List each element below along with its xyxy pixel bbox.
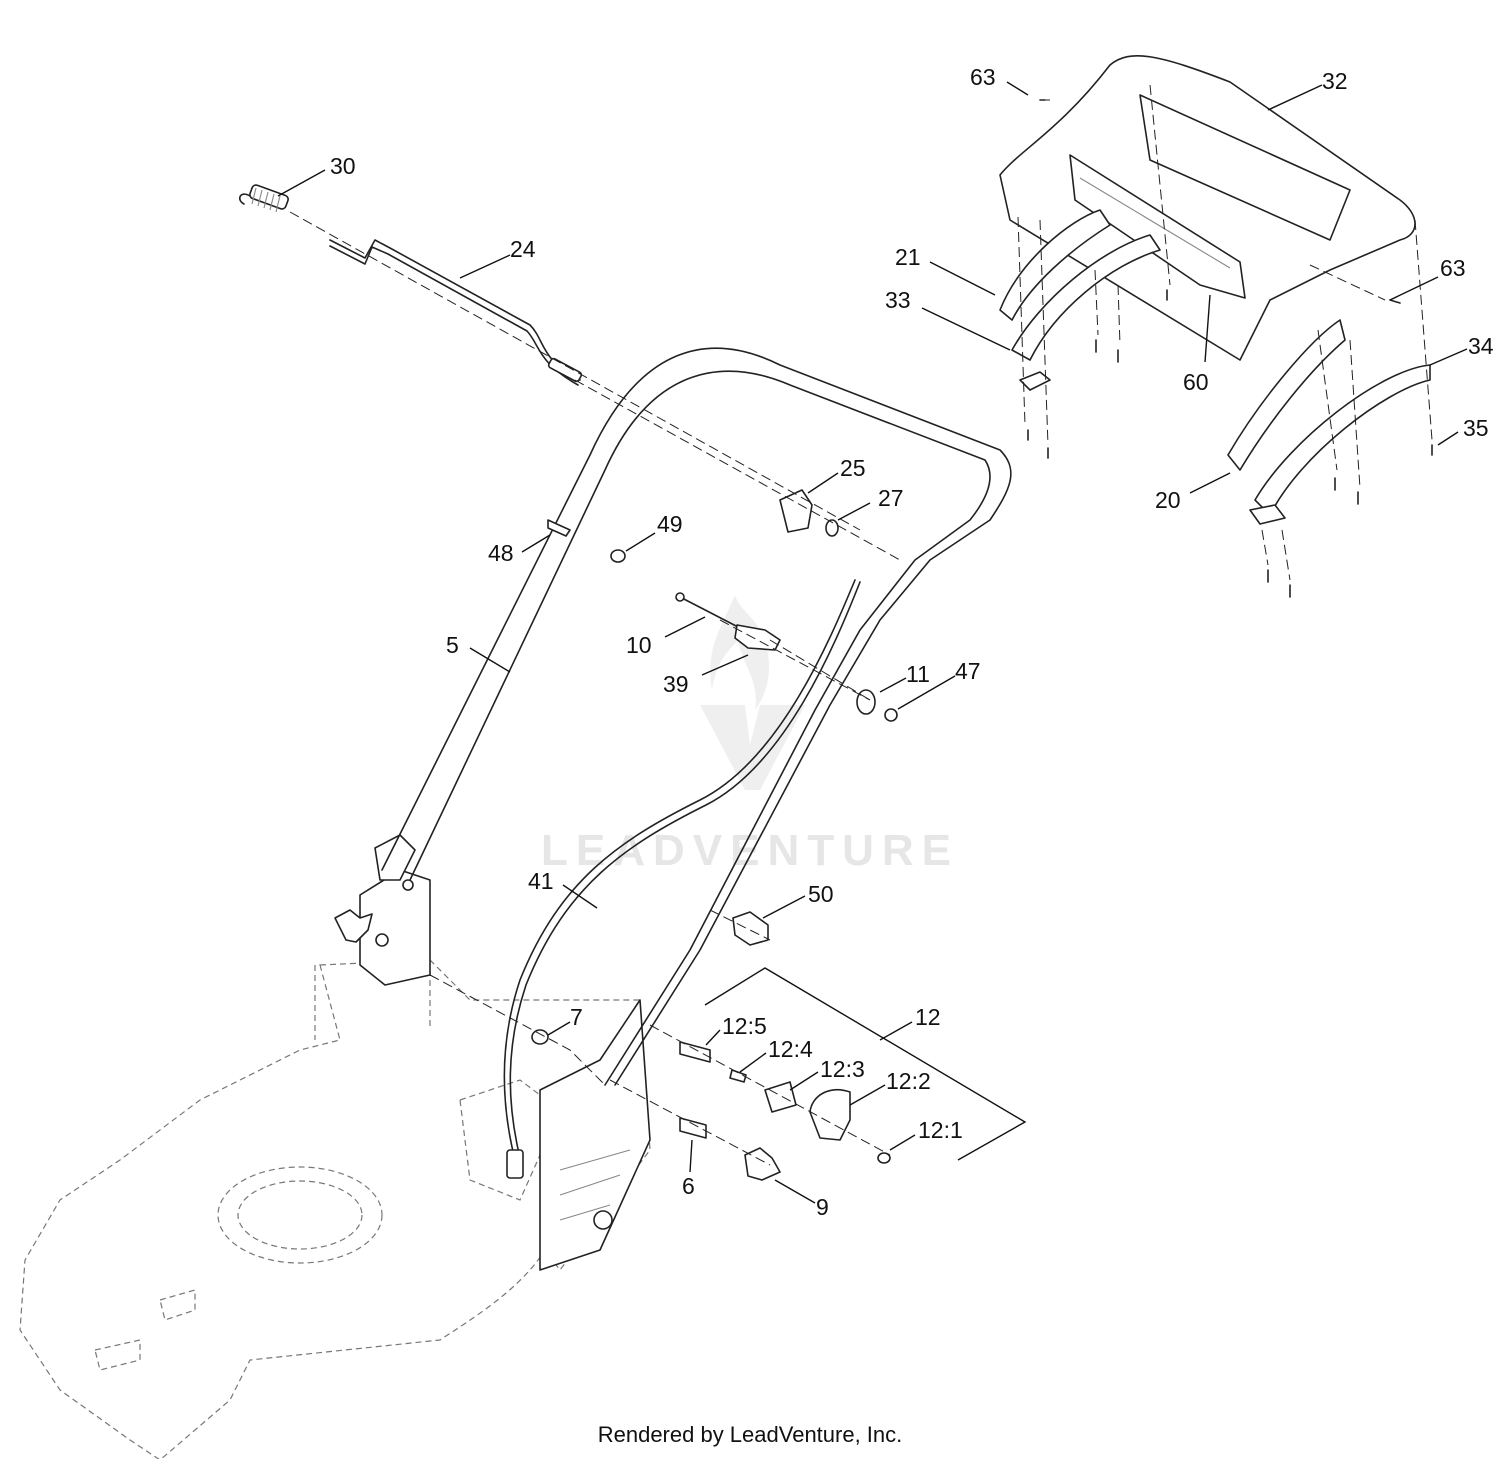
- callout-32: 32: [1322, 68, 1348, 94]
- watermark-text: LEADVENTURE: [541, 826, 959, 875]
- handle-bracket-right: [539, 999, 651, 1271]
- handle-bracket-left: [334, 834, 431, 986]
- callout-30: 30: [330, 153, 356, 179]
- callout-12-4: 12:4: [768, 1036, 813, 1062]
- right-grip-rails: [1227, 319, 1431, 525]
- callout-12-1: 12:1: [918, 1117, 963, 1143]
- upper-handle-console: [999, 55, 1416, 361]
- callout-41: 41: [528, 868, 554, 894]
- callout-33: 33: [885, 287, 911, 313]
- extension-spring: [238, 184, 289, 213]
- callout-48: 48: [488, 540, 514, 566]
- screws: [1017, 84, 1433, 598]
- callout-10: 10: [626, 632, 652, 658]
- left-grip-rails: [999, 209, 1161, 391]
- callout-49: 49: [657, 511, 683, 537]
- leader-lines: [277, 81, 1468, 1204]
- control-cable: [503, 579, 861, 1179]
- callout-60: 60: [1183, 369, 1209, 395]
- callout-12-2: 12:2: [886, 1068, 931, 1094]
- callout-24: 24: [510, 236, 536, 262]
- callout-12-3: 12:3: [820, 1056, 865, 1082]
- callout-34: 34: [1468, 333, 1494, 359]
- callout-63-top: 63: [970, 64, 996, 90]
- callout-11: 11: [906, 661, 930, 687]
- callout-12-5: 12:5: [722, 1013, 767, 1039]
- control-rod: [329, 239, 583, 386]
- cable-bracket: [779, 489, 813, 533]
- callout-63-right: 63: [1440, 255, 1466, 281]
- callout-39: 39: [663, 671, 689, 697]
- callout-21: 21: [895, 244, 921, 270]
- callout-27: 27: [878, 485, 904, 511]
- callout-6: 6: [682, 1173, 695, 1199]
- callout-20: 20: [1155, 487, 1181, 513]
- callout-12: 12: [915, 1004, 941, 1030]
- callout-7: 7: [570, 1004, 583, 1030]
- watermark-v-icon: [700, 705, 805, 790]
- callouts: 30 24 63 32 21 33 60 63 34 35 20 25 27 4…: [330, 64, 1494, 1220]
- alignment-lines: [289, 211, 901, 1166]
- callout-25: 25: [840, 455, 866, 481]
- main-handle-tube: [381, 347, 1012, 1086]
- callout-9: 9: [816, 1194, 829, 1220]
- callout-50: 50: [808, 881, 834, 907]
- callout-35: 35: [1463, 415, 1489, 441]
- callout-5: 5: [446, 632, 459, 658]
- callout-47: 47: [955, 658, 981, 684]
- kit-bracket: [704, 967, 1027, 1161]
- rendered-by-footer: Rendered by LeadVenture, Inc.: [597, 1422, 903, 1447]
- watermark-flame-icon: [710, 595, 770, 710]
